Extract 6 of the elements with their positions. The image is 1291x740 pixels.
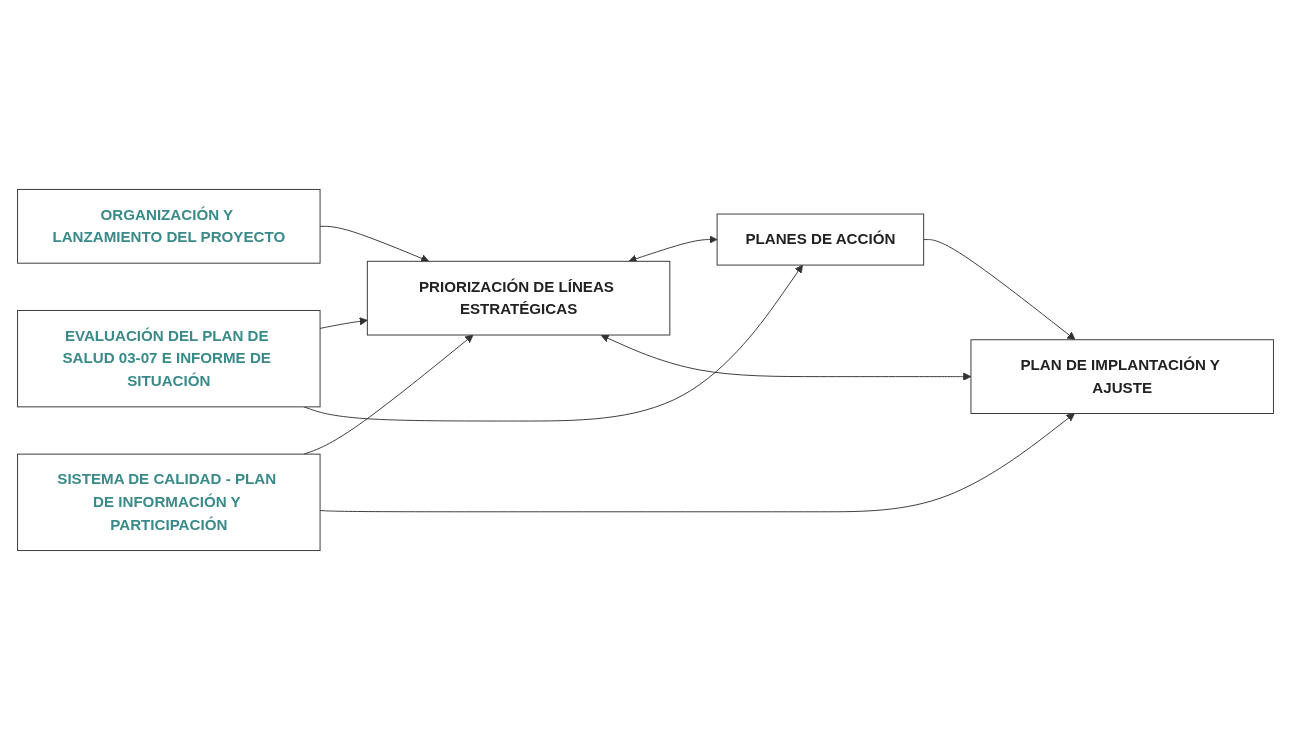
node-box: PLANES DE ACCIÓN bbox=[716, 213, 925, 266]
node-box: PRIORIZACIÓN DE LÍNEAS ESTRATÉGICAS bbox=[366, 260, 671, 336]
node-box: PLAN DE IMPLANTACIÓN Y AJUSTE bbox=[970, 339, 1274, 414]
node-box: SISTEMA DE CALIDAD - PLAN DE INFORMACIÓN Y PARTICIPACIÓN bbox=[17, 453, 321, 552]
node-box: EVALUACIÓN DEL PLAN DE SALUD 03-07 E INFORME DE SITUACIÓN bbox=[17, 309, 321, 408]
node-box: ORGANIZACIÓN Y LANZAMIENTO DEL PROYECTO bbox=[17, 188, 321, 264]
